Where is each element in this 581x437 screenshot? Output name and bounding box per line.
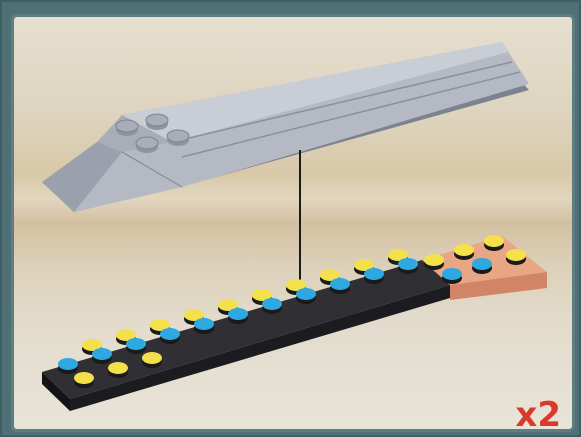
quantity-label: x2: [515, 398, 561, 432]
base-plates: [42, 236, 547, 411]
gray-slope-brick: [42, 42, 529, 212]
